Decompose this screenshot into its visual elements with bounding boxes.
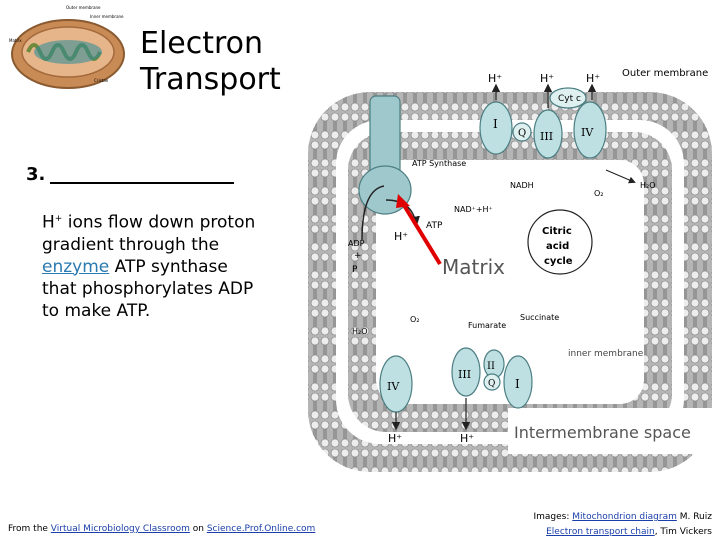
h-plus-text: H [42,212,55,233]
label-h-bottom-1: H⁺ [388,432,402,445]
label-h-synthase: H⁺ [394,230,408,243]
svg-text:Outer membrane: Outer membrane [66,5,101,10]
label-nadh: NADH [510,181,534,190]
mitochondrion-image: Outer membrane Inner membrane Matrix Cri… [9,5,125,89]
label-h2o-top: H₂O [640,181,656,190]
label-matrix: Matrix [442,255,505,279]
step-number: 3. [26,164,46,185]
footer-right-mid: M. Ruiz [676,512,712,522]
page-title: Electron Transport [140,26,281,98]
label-acid: acid [546,241,569,252]
label-inner-membrane: inner membrane [568,349,644,359]
label-outer-membrane: Outer membrane [622,68,708,79]
label-complex-3-top: III [540,130,553,143]
svg-text:Cristae: Cristae [94,78,109,83]
label-complex-1-bottom: I [515,377,520,391]
title-line-2: Transport [140,62,281,97]
virtual-microbiology-link[interactable]: Virtual Microbiology Classroom [50,524,190,534]
label-citric: Citric [542,226,572,237]
label-cycle: cycle [544,256,573,267]
label-complex-1-top: I [493,117,498,131]
label-h-top-1: H⁺ [488,72,502,85]
footer-right: Images: Mitochondrion diagram M. Ruiz El… [534,510,713,540]
description-part-1: ions flow down proton gradient through t… [42,212,256,255]
label-succinate: Succinate [520,313,559,322]
svg-text:Matrix: Matrix [9,38,22,43]
fill-in-blank [50,182,234,184]
science-prof-online-link[interactable]: Science.Prof.Online.com [206,524,316,534]
label-adp: ADP [348,239,365,248]
label-h-top-3: H⁺ [586,72,600,85]
label-atp: ATP [426,221,443,231]
description-text: H+ ions flow down proton gradient throug… [42,208,262,322]
enzyme-link[interactable]: enzyme [42,256,110,277]
label-q-top: Q [518,128,526,139]
footer-left-prefix: From the [8,524,51,534]
svg-text:Inner membrane: Inner membrane [90,14,124,19]
footer-left-mid: on [189,524,207,534]
electron-transport-diagram: ATP Synthase I Q III IV Cyt c Outer memb… [308,68,712,472]
description-part-2: ATP synthase that phosphorylates ADP to … [42,256,254,321]
footer-right-prefix: Images: [533,512,573,522]
footer-right-suffix: , Tim Vickers [654,527,712,537]
label-o2-bottom: O₂ [410,315,420,324]
label-fumarate: Fumarate [468,321,506,330]
label-pi: P [352,265,358,275]
label-atp-synthase: ATP Synthase [412,159,466,168]
electron-transport-chain-link[interactable]: Electron transport chain [546,527,655,537]
footer-left: From the Virtual Microbiology Classroom … [8,524,315,534]
label-h2o-bottom: H₂O [352,327,368,336]
label-cyt-c: Cyt c [558,94,581,104]
mitochondrion-diagram-link[interactable]: Mitochondrion diagram [572,512,677,522]
label-h-top-2: H⁺ [540,72,554,85]
label-complex-4-top: IV [581,126,594,139]
label-complex-2-bottom: II [487,361,495,372]
label-plus: + [354,251,362,261]
label-o2-top: O₂ [594,189,604,198]
label-h-bottom-2: H⁺ [460,432,474,445]
label-nad: NAD⁺+H⁺ [454,205,493,214]
label-q-bottom: Q [488,379,495,389]
label-intermembrane-space: Intermembrane space [514,423,691,442]
label-complex-4-bottom: IV [387,380,400,393]
title-line-1: Electron [140,26,264,61]
label-complex-3-bottom: III [458,368,471,381]
h-plus-superscript: + [54,214,63,224]
